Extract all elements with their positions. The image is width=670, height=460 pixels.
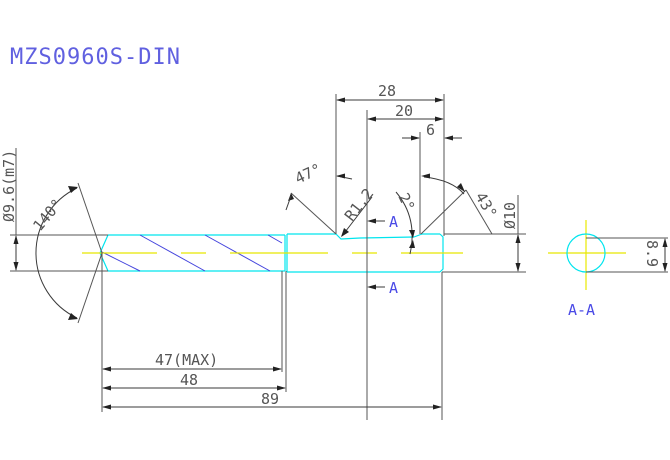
section-marker-bottom-label: A [389,279,398,297]
radius-dimension: R1.2 [341,185,377,237]
angle-43-label: 43° [472,189,501,221]
section-view: 8.9 A-A [548,220,668,319]
section-width-label: 8.9 [643,240,661,267]
section-marker-bottom: A [367,279,398,297]
angle-47-dimension: 47° [285,160,353,235]
section-marker-top-label: A [389,213,398,231]
drawing-title: MZS0960S-DIN [10,45,181,70]
top-length-dimensions: 28 20 6 [335,82,462,420]
angle-2-label: 2° [394,190,418,214]
point-angle-dimension: 140° [29,182,103,330]
angle-2-dimension: 2° [394,190,418,255]
angle-47-label: 47° [292,160,324,188]
length-28-label: 28 [378,82,396,100]
radius-label: R1.2 [341,185,377,225]
flute-length-label: 47(MAX) [155,351,218,369]
length-6-label: 6 [426,121,435,139]
length-48-label: 48 [180,371,198,389]
section-marker-top: A [367,213,398,231]
body-diameter-label: Ø10 [501,202,519,229]
length-20-label: 20 [395,102,413,120]
body-diameter-dimension: Ø10 [442,195,526,273]
shank-diameter-label: Ø9.6(m7) [0,150,18,222]
section-view-label: A-A [568,301,595,319]
angle-43-dimension: 43° [420,173,501,235]
shank-diameter-dimension: Ø9.6(m7) [0,148,108,272]
overall-length-label: 89 [261,390,279,408]
point-angle-label: 140° [29,195,66,234]
bottom-length-dimensions: 47(MAX) 48 89 [101,330,442,412]
